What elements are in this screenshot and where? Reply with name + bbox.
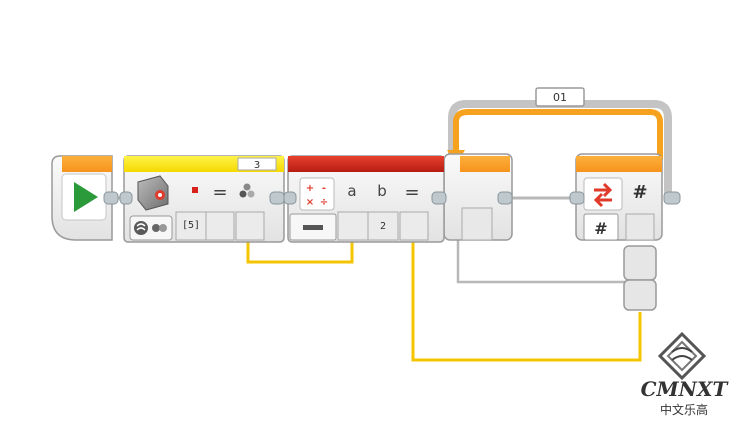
math-block[interactable]: + - × ÷ a b = 2 xyxy=(283,155,447,243)
sensor-color-output[interactable] xyxy=(235,211,265,241)
math-divide: ÷ xyxy=(320,197,328,208)
set-of-colors-input[interactable] xyxy=(175,211,207,241)
sensor-sequence-out[interactable] xyxy=(269,191,285,205)
start-block[interactable] xyxy=(51,155,119,241)
wire-result[interactable] xyxy=(411,242,642,362)
math-input-a[interactable] xyxy=(337,211,369,241)
loop-interrupt-input-plug[interactable] xyxy=(623,245,657,281)
math-sequence-out[interactable] xyxy=(431,191,447,205)
loop-interrupt-icon[interactable] xyxy=(583,177,623,211)
loop-start-sequence-out[interactable] xyxy=(497,191,513,205)
loop-count-plug[interactable] xyxy=(625,213,655,241)
loop-mode-selector[interactable] xyxy=(583,213,619,241)
math-result-output[interactable] xyxy=(399,211,429,241)
loop-start-plug xyxy=(461,207,493,241)
start-block-header xyxy=(62,156,112,172)
cmnxt-logo-icon xyxy=(657,331,707,381)
loop-block[interactable]: 01 # # xyxy=(443,87,672,311)
color-indicator xyxy=(192,187,198,193)
watermark: CMNXT 中文乐高 xyxy=(641,331,730,417)
color-sensor-block[interactable]: 3 = [5] xyxy=(119,155,285,243)
color-sensor-icon xyxy=(137,175,169,211)
math-sequence-in[interactable] xyxy=(283,191,297,205)
color-dots-icon xyxy=(239,183,255,198)
wire-loop-gray xyxy=(456,238,640,284)
loop-end-sequence-in[interactable] xyxy=(569,191,585,205)
math-input-a-label: a xyxy=(347,182,356,200)
math-mode-minus-icon xyxy=(303,225,323,230)
math-block-header xyxy=(288,156,444,172)
sensor-operator: = xyxy=(212,182,227,203)
math-times: × xyxy=(306,197,314,208)
loop-sequence-out[interactable] xyxy=(663,191,681,205)
sensor-port-label: 3 xyxy=(254,160,260,171)
math-operations-icon[interactable] xyxy=(299,177,335,211)
math-input-b-label: b xyxy=(377,182,387,200)
watermark-brand: CMNXT xyxy=(641,377,730,401)
loop-name: 01 xyxy=(553,91,567,104)
loop-name-field[interactable] xyxy=(535,87,585,107)
loop-condition-plug[interactable] xyxy=(623,279,657,311)
sensor-compare-output[interactable] xyxy=(205,211,235,241)
loop-arrow xyxy=(453,109,663,160)
math-input-b[interactable] xyxy=(367,211,399,241)
loop-start-header xyxy=(460,156,510,172)
loop-interrupt-header xyxy=(576,156,662,172)
start-sequence-out[interactable] xyxy=(103,191,119,205)
math-result-symbol: = xyxy=(404,182,419,203)
watermark-subtitle: 中文乐高 xyxy=(660,402,708,417)
math-plus: + xyxy=(306,183,314,194)
loop-output-symbol: # xyxy=(632,182,647,203)
set-of-colors-value: [5] xyxy=(182,220,200,231)
loop-mode-symbol: # xyxy=(594,219,607,238)
sensor-sequence-in[interactable] xyxy=(119,191,133,205)
math-minus: - xyxy=(322,183,326,194)
play-icon[interactable] xyxy=(74,182,98,212)
math-input-b-value: 2 xyxy=(380,221,386,232)
sensor-port-selector[interactable] xyxy=(237,157,277,171)
wire-compare-to-a[interactable] xyxy=(246,234,354,264)
